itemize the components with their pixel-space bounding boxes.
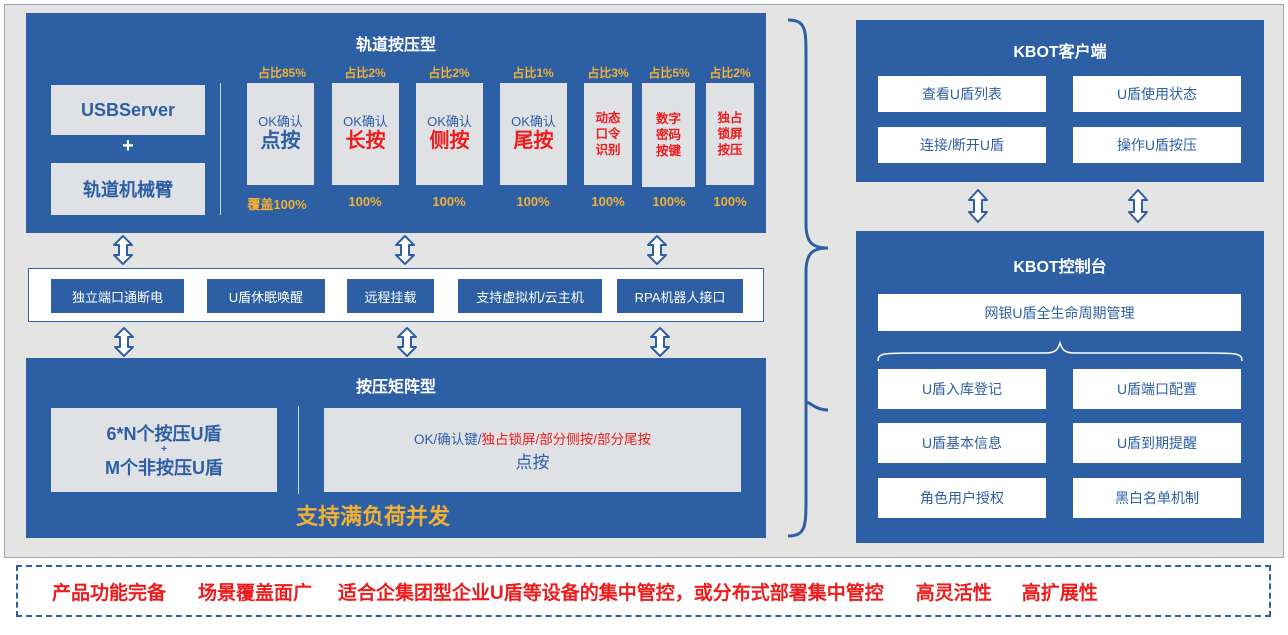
curly-brace-icon (787, 18, 829, 538)
kbot-client-panel: KBOT客户端 查看U盾列表 U盾使用状态 连接/断开U盾 操作U盾按压 (856, 20, 1264, 182)
client-press-operation: 操作U盾按压 (1073, 127, 1241, 163)
card-5-coverage: 100% (591, 194, 625, 209)
kbot-console-title: KBOT控制台 (1013, 259, 1107, 276)
double-arrow-icon (647, 235, 667, 265)
double-arrow-icon (395, 235, 415, 265)
rail-press-panel: 轨道按压型 USBServer + 轨道机械臂 占比85% 占比2% 占比2% … (26, 13, 766, 233)
card-exclusive-lock-l2: 锁屏 (717, 126, 743, 141)
usbserver-label: USBServer (80, 99, 176, 120)
matrix-divider (298, 406, 299, 494)
matrix-modes-line2: 点按 (515, 452, 550, 472)
card-exclusive-lock: 独占 锁屏 按压 (706, 83, 754, 185)
card-ok-tap: OK确认 点按 (247, 83, 314, 185)
card-ok-tail-line2: 尾按 (513, 129, 554, 152)
matrix-nonpress-count: M个非按压U盾 (105, 458, 223, 478)
card-1-percent: 占比85% (257, 66, 307, 80)
card-ok-tap-line1: OK确认 (258, 114, 303, 130)
console-basic-info: U盾基本信息 (878, 423, 1046, 463)
card-dynamic-code: 动态 口令 识别 (584, 83, 632, 185)
card-ok-side: OK确认 侧按 (416, 83, 483, 185)
card-3-percent: 占比2% (428, 66, 470, 80)
card-dynamic-code-l3: 识别 (595, 143, 621, 158)
card-ok-long-line2: 长按 (345, 129, 386, 152)
card-1-coverage: 覆盖100% (247, 197, 307, 212)
card-ok-tail-line1: OK确认 (511, 114, 556, 130)
rail-press-title: 轨道按压型 (355, 37, 436, 54)
matrix-modes-basic: OK/确认键/ (413, 431, 482, 447)
card-exclusive-lock-l3: 按压 (717, 143, 743, 158)
footer-wide-coverage: 场景覆盖面广 (198, 582, 313, 604)
kbot-client-title: KBOT客户端 (1013, 44, 1107, 61)
console-role-auth: 角色用户授权 (878, 478, 1046, 518)
matrix-plus-sign: + (161, 444, 167, 455)
matrix-concurrency-text: 支持满负荷并发 (296, 504, 451, 529)
console-brace-icon (877, 340, 1243, 362)
capability-port-power: 独立端口通断电 (51, 279, 184, 313)
card-dynamic-code-l1: 动态 (595, 110, 621, 125)
card-ok-tail: OK确认 尾按 (500, 83, 567, 185)
card-4-coverage: 100% (516, 194, 550, 209)
capability-rpa: RPA机器人接口 (617, 279, 743, 313)
rail-divider (220, 83, 221, 215)
card-dynamic-code-l2: 口令 (595, 126, 621, 141)
card-digit-password-l3: 按键 (655, 144, 681, 159)
card-ok-side-line1: OK确认 (427, 114, 472, 130)
card-7-percent: 占比2% (709, 66, 751, 80)
rail-plus-sign: + (122, 135, 134, 157)
matrix-press-panel: 按压矩阵型 6*N个按压U盾 + M个非按压U盾 OK/确认键/独占锁屏/部分侧… (26, 358, 766, 538)
usbserver-box: USBServer (51, 85, 205, 135)
client-usage-status: U盾使用状态 (1073, 76, 1241, 112)
console-whitelist: 黑白名单机制 (1073, 478, 1241, 518)
double-arrow-icon (1128, 189, 1148, 223)
capability-vm-cloud: 支持虚拟机/云主机 (458, 279, 602, 313)
console-expiry-reminder: U盾到期提醒 (1073, 423, 1241, 463)
card-exclusive-lock-l1: 独占 (717, 110, 743, 125)
matrix-device-box: 6*N个按压U盾 + M个非按压U盾 (51, 408, 277, 492)
card-7-coverage: 100% (713, 194, 747, 209)
footer-feature-complete: 产品功能完备 (52, 582, 167, 604)
capability-remote-mount: 远程挂载 (347, 279, 434, 313)
matrix-press-count: 6*N个按压U盾 (106, 424, 222, 444)
rail-arm-box: 轨道机械臂 (51, 163, 205, 215)
card-digit-password: 数字 密码 按键 (642, 83, 695, 187)
matrix-modes-special: 独占锁屏/部分侧按/部分尾按 (481, 431, 652, 447)
console-port-config: U盾端口配置 (1073, 369, 1241, 409)
capability-sleep-wake: U盾休眠唤醒 (207, 279, 325, 313)
double-arrow-icon (968, 189, 988, 223)
card-ok-long: OK确认 长按 (332, 83, 399, 185)
footer-flexibility: 高灵活性 (915, 582, 992, 604)
card-ok-side-line2: 侧按 (429, 129, 470, 152)
rail-arm-label: 轨道机械臂 (83, 180, 173, 200)
console-lifecycle: 网银U盾全生命周期管理 (878, 294, 1241, 331)
matrix-press-modes-box: OK/确认键/独占锁屏/部分侧按/部分尾按 点按 (324, 408, 741, 492)
card-digit-password-l1: 数字 (655, 111, 681, 126)
card-digit-password-l2: 密码 (655, 127, 681, 142)
double-arrow-icon (650, 327, 670, 357)
double-arrow-icon (114, 327, 134, 357)
console-register: U盾入库登记 (878, 369, 1046, 409)
footer-centralized-control: 适合企集团型企业U盾等设备的集中管控，或分布式部署集中管控 (338, 582, 884, 604)
card-2-percent: 占比2% (344, 66, 386, 80)
footer-strip: 产品功能完备 场景覆盖面广 适合企集团型企业U盾等设备的集中管控，或分布式部署集… (16, 565, 1271, 617)
double-arrow-icon (113, 235, 133, 265)
card-3-coverage: 100% (432, 194, 466, 209)
matrix-press-title: 按压矩阵型 (355, 379, 436, 396)
footer-extensibility: 高扩展性 (1021, 582, 1098, 604)
card-ok-long-line1: OK确认 (343, 114, 388, 130)
card-2-coverage: 100% (348, 194, 382, 209)
matrix-modes-line1: OK/确认键/独占锁屏/部分侧按/部分尾按 (414, 428, 651, 448)
double-arrow-icon (397, 327, 417, 357)
card-6-percent: 占比5% (648, 66, 690, 80)
card-ok-tap-line2: 点按 (260, 129, 301, 152)
card-4-percent: 占比1% (512, 66, 554, 80)
client-view-list: 查看U盾列表 (878, 76, 1046, 112)
card-5-percent: 占比3% (587, 66, 629, 80)
client-connect: 连接/断开U盾 (878, 127, 1046, 163)
card-6-coverage: 100% (652, 194, 686, 209)
kbot-console-panel: KBOT控制台 网银U盾全生命周期管理 U盾入库登记 U盾端口配置 U盾基本信息… (856, 231, 1264, 543)
